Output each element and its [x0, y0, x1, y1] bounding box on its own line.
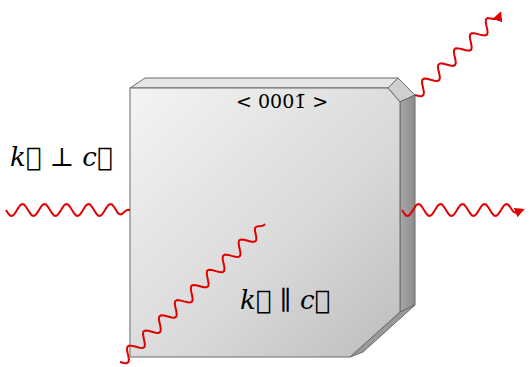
side-face: [400, 95, 415, 312]
outgoing-wave: [402, 204, 522, 216]
axis-label: < 0001̄ >: [236, 90, 328, 112]
propagation-label: k⃗ ⊥ c⃗: [10, 142, 113, 172]
incoming-wave: [6, 204, 130, 216]
propagation-label: k⃗ ∥ c⃗: [240, 285, 330, 315]
diagonal-wave-out: [415, 14, 500, 96]
top-face: [130, 78, 398, 88]
